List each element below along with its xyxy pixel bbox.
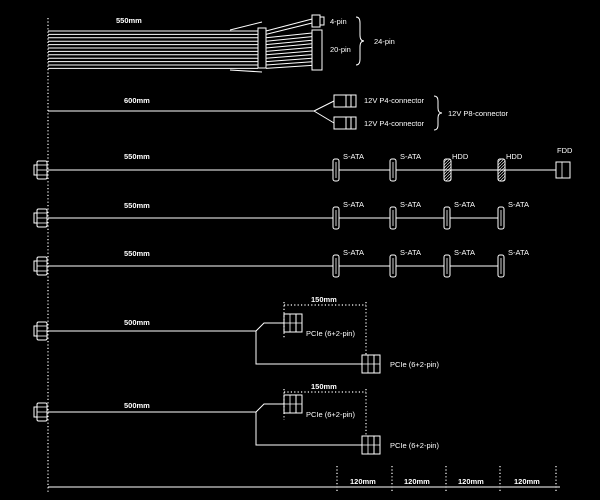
atx-24pin-label: 24-pin xyxy=(374,37,395,46)
atx-fan-wire xyxy=(265,18,313,32)
atx-fan-wire xyxy=(265,22,313,35)
bottom-scale: 120mm 120mm 120mm 120mm xyxy=(48,466,560,492)
atx-flare xyxy=(229,21,263,73)
pcie2-ext-label: 150mm xyxy=(311,382,337,391)
row3-sata-connector-2 xyxy=(389,254,397,278)
pcie-cables: PCIe (6+2-pin)PCIe (6+2-pin)150mm500mmPC… xyxy=(33,295,439,455)
pcie2-branch-b xyxy=(255,412,362,446)
row1-sata-connector-2 xyxy=(389,158,397,182)
scale-label-1: 120mm xyxy=(350,477,376,486)
p8-brace xyxy=(433,95,443,131)
row2-sata-connector-3 xyxy=(443,206,451,230)
cable-row1: S-ATA S-ATA HDD HDD FDD 550mm xyxy=(33,146,573,182)
row1-hdd-connector-4 xyxy=(497,158,506,182)
atx-fan-wire xyxy=(265,50,313,56)
pcie2-connector-a xyxy=(283,394,303,414)
atx-cable: 4-pin 20-pin 24-pin 550mm xyxy=(48,14,395,73)
p4-connector-b xyxy=(333,116,357,130)
p4-b-label: 12V P4-connector xyxy=(364,119,425,128)
row2-connector-label-1: S-ATA xyxy=(343,200,364,209)
pcie2-connector-b xyxy=(361,435,381,455)
pcie2-psu-connector xyxy=(33,402,48,422)
atx-fan-wire xyxy=(265,46,313,52)
row1-hdd-connector-3 xyxy=(443,158,452,182)
row1-connector-label-2: S-ATA xyxy=(400,152,421,161)
row2-sata-connector-1 xyxy=(332,206,340,230)
atx-fan-wires xyxy=(265,18,313,69)
row1-psu-connector xyxy=(33,160,48,180)
scale-label-3: 120mm xyxy=(458,477,484,486)
pcie2-branch-a xyxy=(255,403,284,413)
pcie1-length-label: 500mm xyxy=(124,318,150,327)
row2-connector-label-2: S-ATA xyxy=(400,200,421,209)
cpu-split xyxy=(313,100,335,124)
row2-psu-connector xyxy=(33,208,48,228)
pcie1-connector-b xyxy=(361,354,381,374)
atx-fan-wire xyxy=(265,54,313,59)
row1-connector-label-1: S-ATA xyxy=(343,152,364,161)
atx-fan-wire xyxy=(265,43,313,49)
row3-sata-connector-4 xyxy=(497,254,505,278)
atx-4pin-connector xyxy=(311,14,321,28)
row3-sata-connector-3 xyxy=(443,254,451,278)
pcie2-connector-a-label: PCIe (6+2-pin) xyxy=(306,410,355,419)
p8-label: 12V P8-connector xyxy=(448,109,509,118)
atx-4pin-label: 4-pin xyxy=(330,17,347,26)
pcie2-connector-b-label: PCIe (6+2-pin) xyxy=(390,441,439,450)
cable-row2: S-ATA S-ATA S-ATA S-ATA 550mm xyxy=(33,200,529,230)
row1-sata-connector-1 xyxy=(332,158,340,182)
atx-fan-wire xyxy=(265,36,313,42)
row2-sata-connector-4 xyxy=(497,206,505,230)
atx-fan-wire xyxy=(265,57,313,63)
atx-fan-wire xyxy=(265,61,313,66)
atx-sleeve xyxy=(257,27,267,69)
row3-connector-label-3: S-ATA xyxy=(454,248,475,257)
pcie1-connector-a xyxy=(283,313,303,333)
pcie1-branch-a xyxy=(255,322,284,332)
row2-connector-label-3: S-ATA xyxy=(454,200,475,209)
row1-fdd-label: FDD xyxy=(557,146,573,155)
row2-connector-label-4: S-ATA xyxy=(508,200,529,209)
cpu-length-label: 600mm xyxy=(124,96,150,105)
p4-connector-a xyxy=(333,94,357,108)
p4-a-label: 12V P4-connector xyxy=(364,96,425,105)
atx-4pin-latch xyxy=(319,16,325,26)
cable-pcie1: PCIe (6+2-pin) PCIe (6+2-pin) 150mm 500mm xyxy=(33,295,439,374)
row1-length-label: 550mm xyxy=(124,152,150,161)
pcie1-psu-connector xyxy=(33,321,48,341)
pcie2-length-label: 500mm xyxy=(124,401,150,410)
row3-psu-connector xyxy=(33,256,48,276)
atx-fan-wire xyxy=(265,32,313,39)
cpu-cable: 12V P4-connector 12V P4-connector 12V P8… xyxy=(48,94,509,131)
row1-connector-label-3: HDD xyxy=(452,152,469,161)
row3-connector-label-2: S-ATA xyxy=(400,248,421,257)
row2-length-label: 550mm xyxy=(124,201,150,210)
scale-label-2: 120mm xyxy=(404,477,430,486)
row1-connector-label-4: HDD xyxy=(506,152,523,161)
scale-label-4: 120mm xyxy=(514,477,540,486)
pcie1-connector-b-label: PCIe (6+2-pin) xyxy=(390,360,439,369)
row1-fdd-connector xyxy=(555,161,571,179)
pcie1-ext-label: 150mm xyxy=(311,295,337,304)
atx-fan-wire xyxy=(265,39,313,46)
pcie1-branch-b xyxy=(255,331,362,365)
atx-length-label: 550mm xyxy=(116,16,142,25)
row3-sata-connector-1 xyxy=(332,254,340,278)
atx-20pin-connector xyxy=(311,29,323,71)
atx-brace xyxy=(355,16,365,66)
atx-fan-wire xyxy=(265,64,313,69)
row2-sata-connector-2 xyxy=(389,206,397,230)
pcie1-connector-a-label: PCIe (6+2-pin) xyxy=(306,329,355,338)
row3-connector-label-1: S-ATA xyxy=(343,248,364,257)
atx-wire-bundle xyxy=(48,30,258,69)
cable-row3: S-ATA S-ATA S-ATA S-ATA 550mm xyxy=(33,248,529,278)
row3-length-label: 550mm xyxy=(124,249,150,258)
cable-pcie2: PCIe (6+2-pin) PCIe (6+2-pin) 150mm 500mm xyxy=(33,382,439,455)
row3-connector-label-4: S-ATA xyxy=(508,248,529,257)
atx-20pin-label: 20-pin xyxy=(330,45,351,54)
